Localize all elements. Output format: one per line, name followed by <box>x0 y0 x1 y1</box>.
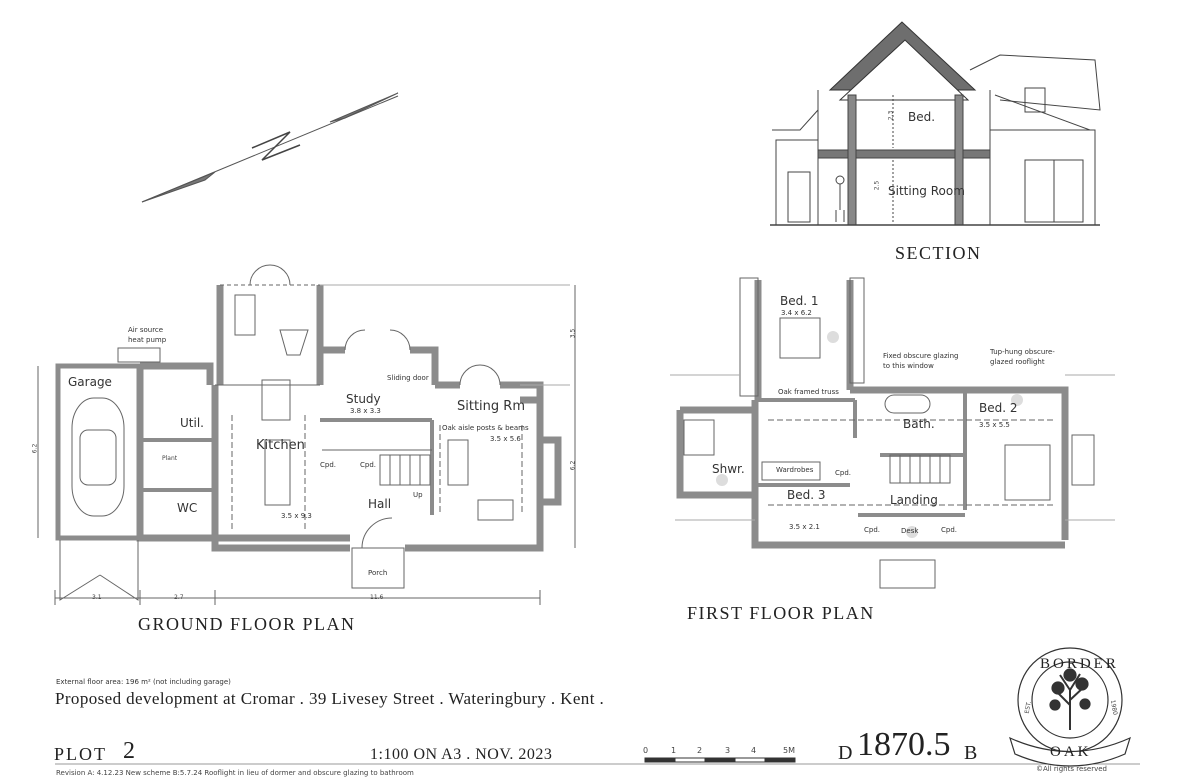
floor-area-note: External floor area: 196 m² (not includi… <box>56 678 231 686</box>
first-floor-details <box>670 277 1115 589</box>
dim-right-height: 6.2 <box>569 460 577 471</box>
plot-label: PLOT <box>54 744 107 764</box>
label-cpd-first-2: Cpd. <box>864 526 880 534</box>
label-wc: WC <box>177 501 198 515</box>
label-up: Up <box>413 491 423 499</box>
note-truss: Oak framed truss <box>778 388 839 396</box>
scale-tick-5: 5M <box>783 746 795 755</box>
size-bed-3: 3.5 x 2.1 <box>789 523 820 531</box>
section-height-lower: 2.5 <box>873 180 881 191</box>
note-heat-pump-2: heat pump <box>128 336 167 344</box>
label-sitting: Sitting Rm <box>457 399 525 414</box>
label-cpd-1: Cpd. <box>320 461 336 469</box>
scale-tick-2: 2 <box>697 746 703 755</box>
label-cpd-first-3: Cpd. <box>941 526 957 534</box>
dim-left-height: 6.2 <box>31 443 39 454</box>
scale-tick-4: 4 <box>751 746 757 755</box>
revision-note: Revision A: 4.12.23 New scheme B:5.7.24 … <box>56 769 414 777</box>
note-tup-1: Tup-hung obscure- <box>990 348 1055 356</box>
label-bed-2: Bed. 2 <box>979 401 1018 415</box>
note-oak: Oak aisle posts & beams <box>442 424 529 432</box>
drawing-prefix: D <box>838 742 853 764</box>
dim-width-main: 11.6 <box>370 594 384 601</box>
section-label-sitting: Sitting Room <box>888 184 965 198</box>
scale-tick-3: 3 <box>725 746 731 755</box>
label-garage: Garage <box>68 375 112 389</box>
label-landing: Landing <box>890 493 938 507</box>
label-wardrobes: Wardrobes <box>776 466 814 474</box>
dim-width-util: 2.7 <box>174 594 184 601</box>
dim-top-right: 3.5 <box>569 328 577 339</box>
scale-tick-1: 1 <box>671 746 677 755</box>
first-floor-title: FIRST FLOOR PLAN <box>687 603 875 623</box>
size-sitting: 3.5 x 5.6 <box>490 435 521 443</box>
note-heat-pump-1: Air source <box>128 326 164 334</box>
scale-tick-0: 0 <box>643 746 649 755</box>
label-porch: Porch <box>368 569 388 577</box>
label-hall: Hall <box>368 497 392 511</box>
note-fixed-2: to this window <box>883 362 934 370</box>
ground-floor-walls <box>55 285 562 552</box>
label-bed-3: Bed. 3 <box>787 488 826 502</box>
logo-text-top: BORDER <box>1040 656 1119 672</box>
ground-floor-title: GROUND FLOOR PLAN <box>138 614 356 634</box>
size-bed-1: 3.4 x 6.2 <box>781 309 812 317</box>
scale-text: 1:100 ON A3 . NOV. 2023 <box>370 746 553 763</box>
section-title: SECTION <box>895 243 982 263</box>
label-util: Util. <box>180 416 204 430</box>
ground-floor-details <box>37 264 576 605</box>
label-cpd-first-1: Cpd. <box>835 469 851 477</box>
label-study: Study <box>346 392 381 406</box>
label-shwr: Shwr. <box>712 462 745 476</box>
north-arrow-icon <box>141 92 399 203</box>
label-kitchen: Kitchen <box>256 438 305 453</box>
label-bath: Bath. <box>903 417 935 431</box>
label-cpd-2: Cpd. <box>360 461 376 469</box>
note-fixed-1: Fixed obscure glazing <box>883 352 959 360</box>
label-desk: Desk <box>901 527 919 535</box>
label-plant: Plant <box>162 455 178 462</box>
logo-text-bottom: OAK <box>1050 744 1092 760</box>
scale-bar <box>644 757 796 763</box>
note-sliding-door: Sliding door <box>387 374 429 382</box>
size-study: 3.8 x 3.3 <box>350 407 381 415</box>
drawing-number: 1870.5 <box>857 726 951 763</box>
label-bed-1: Bed. 1 <box>780 294 819 308</box>
section-label-bed: Bed. <box>908 110 936 124</box>
dim-width-garage: 3.1 <box>92 594 102 601</box>
border-oak-logo <box>1009 647 1131 767</box>
size-kitchen: 3.5 x 9.3 <box>281 512 312 520</box>
note-tup-2: glazed rooflight <box>990 358 1045 366</box>
section-drawing <box>770 21 1101 226</box>
rights-note: ©All rights reserved <box>1036 765 1107 773</box>
size-bed-2: 3.5 x 5.5 <box>979 421 1010 429</box>
plot-number: 2 <box>123 738 135 764</box>
address: Proposed development at Cromar . 39 Live… <box>55 689 605 708</box>
section-height-upper: 2.3 <box>887 110 895 121</box>
drawing-suffix: B <box>964 742 978 764</box>
